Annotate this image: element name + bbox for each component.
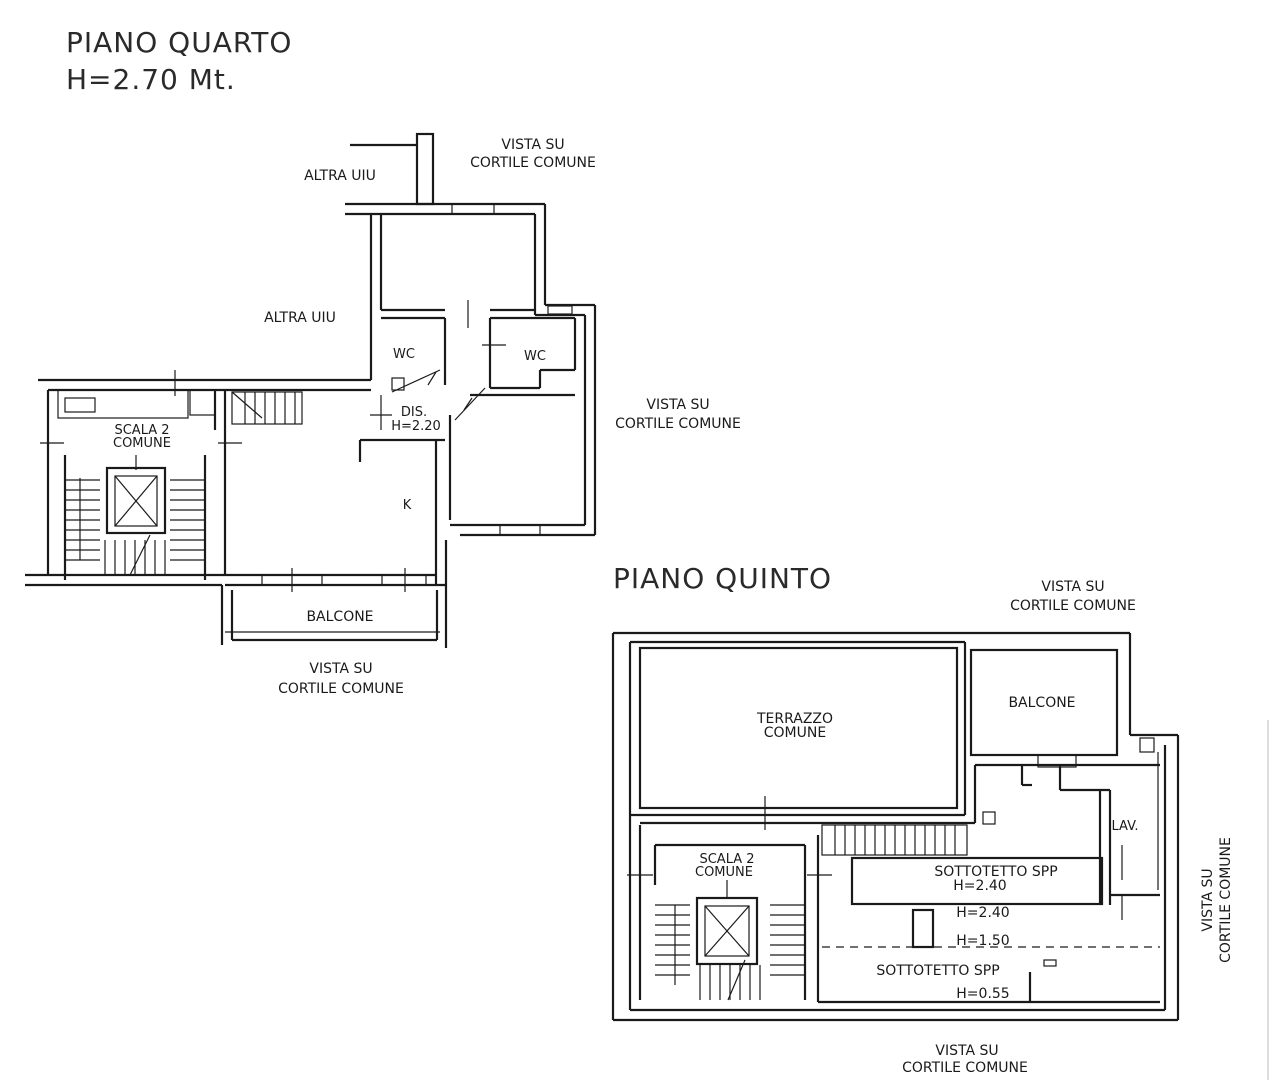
label-vista-right-1: VISTA SU <box>646 397 709 413</box>
label-terrazzo-1: TERRAZZO <box>756 711 833 727</box>
label-f5-vista-bottom-2: CORTILE COMUNE <box>902 1060 1028 1076</box>
label-f5-balcone: BALCONE <box>1008 695 1075 711</box>
label-h-055: H=0.55 <box>956 986 1009 1002</box>
label-dis: DIS. <box>401 405 427 420</box>
label-vista-top-1: VISTA SU <box>501 137 564 153</box>
floor4-title: PIANO QUARTO <box>66 26 292 59</box>
label-scala-2: COMUNE <box>113 436 171 451</box>
label-f5-vista-right: VISTA SU CORTILE COMUNE <box>1200 837 1234 963</box>
label-scala-1: SCALA 2 <box>114 423 169 438</box>
label-wc-right: WC <box>524 349 546 364</box>
label-h-150: H=1.50 <box>956 933 1009 949</box>
floor4-plan <box>25 132 597 648</box>
label-altra-uiu-mid: ALTRA UIU <box>264 310 336 326</box>
floor4-height: H=2.70 Mt. <box>66 63 236 96</box>
label-f5-vista-right-2: CORTILE COMUNE <box>1218 837 1234 963</box>
label-vista-bottom-2: CORTILE COMUNE <box>278 681 404 697</box>
label-lav: LAV. <box>1112 819 1139 834</box>
label-dis-height: H=2.20 <box>391 419 441 434</box>
label-altra-uiu-top: ALTRA UIU <box>304 168 376 184</box>
label-f5-scala-1: SCALA 2 <box>699 852 754 867</box>
floor5-title: PIANO QUINTO <box>613 562 832 595</box>
label-f5-vista-top-1: VISTA SU <box>1041 579 1104 595</box>
label-terrazzo-2: COMUNE <box>764 725 826 741</box>
label-f5-scala-2: COMUNE <box>695 865 753 880</box>
label-sottotetto-b: SOTTOTETTO SPP <box>876 963 999 979</box>
label-f5-vista-right-1: VISTA SU <box>1200 868 1216 931</box>
label-f5-vista-top-2: CORTILE COMUNE <box>1010 598 1136 614</box>
label-kitchen: K <box>403 498 412 513</box>
label-h-240: H=2.40 <box>956 905 1009 921</box>
label-vista-right-2: CORTILE COMUNE <box>615 416 741 432</box>
label-vista-top-2: CORTILE COMUNE <box>470 155 596 171</box>
label-sottotetto-a-h: H=2.40 <box>953 878 1006 894</box>
floor5-plan <box>611 631 1180 1022</box>
label-sottotetto-a: SOTTOTETTO SPP <box>934 864 1057 880</box>
label-balcone: BALCONE <box>306 609 373 625</box>
label-f5-vista-bottom-1: VISTA SU <box>935 1043 998 1059</box>
label-wc-left: WC <box>393 347 415 362</box>
label-vista-bottom-1: VISTA SU <box>309 661 372 677</box>
